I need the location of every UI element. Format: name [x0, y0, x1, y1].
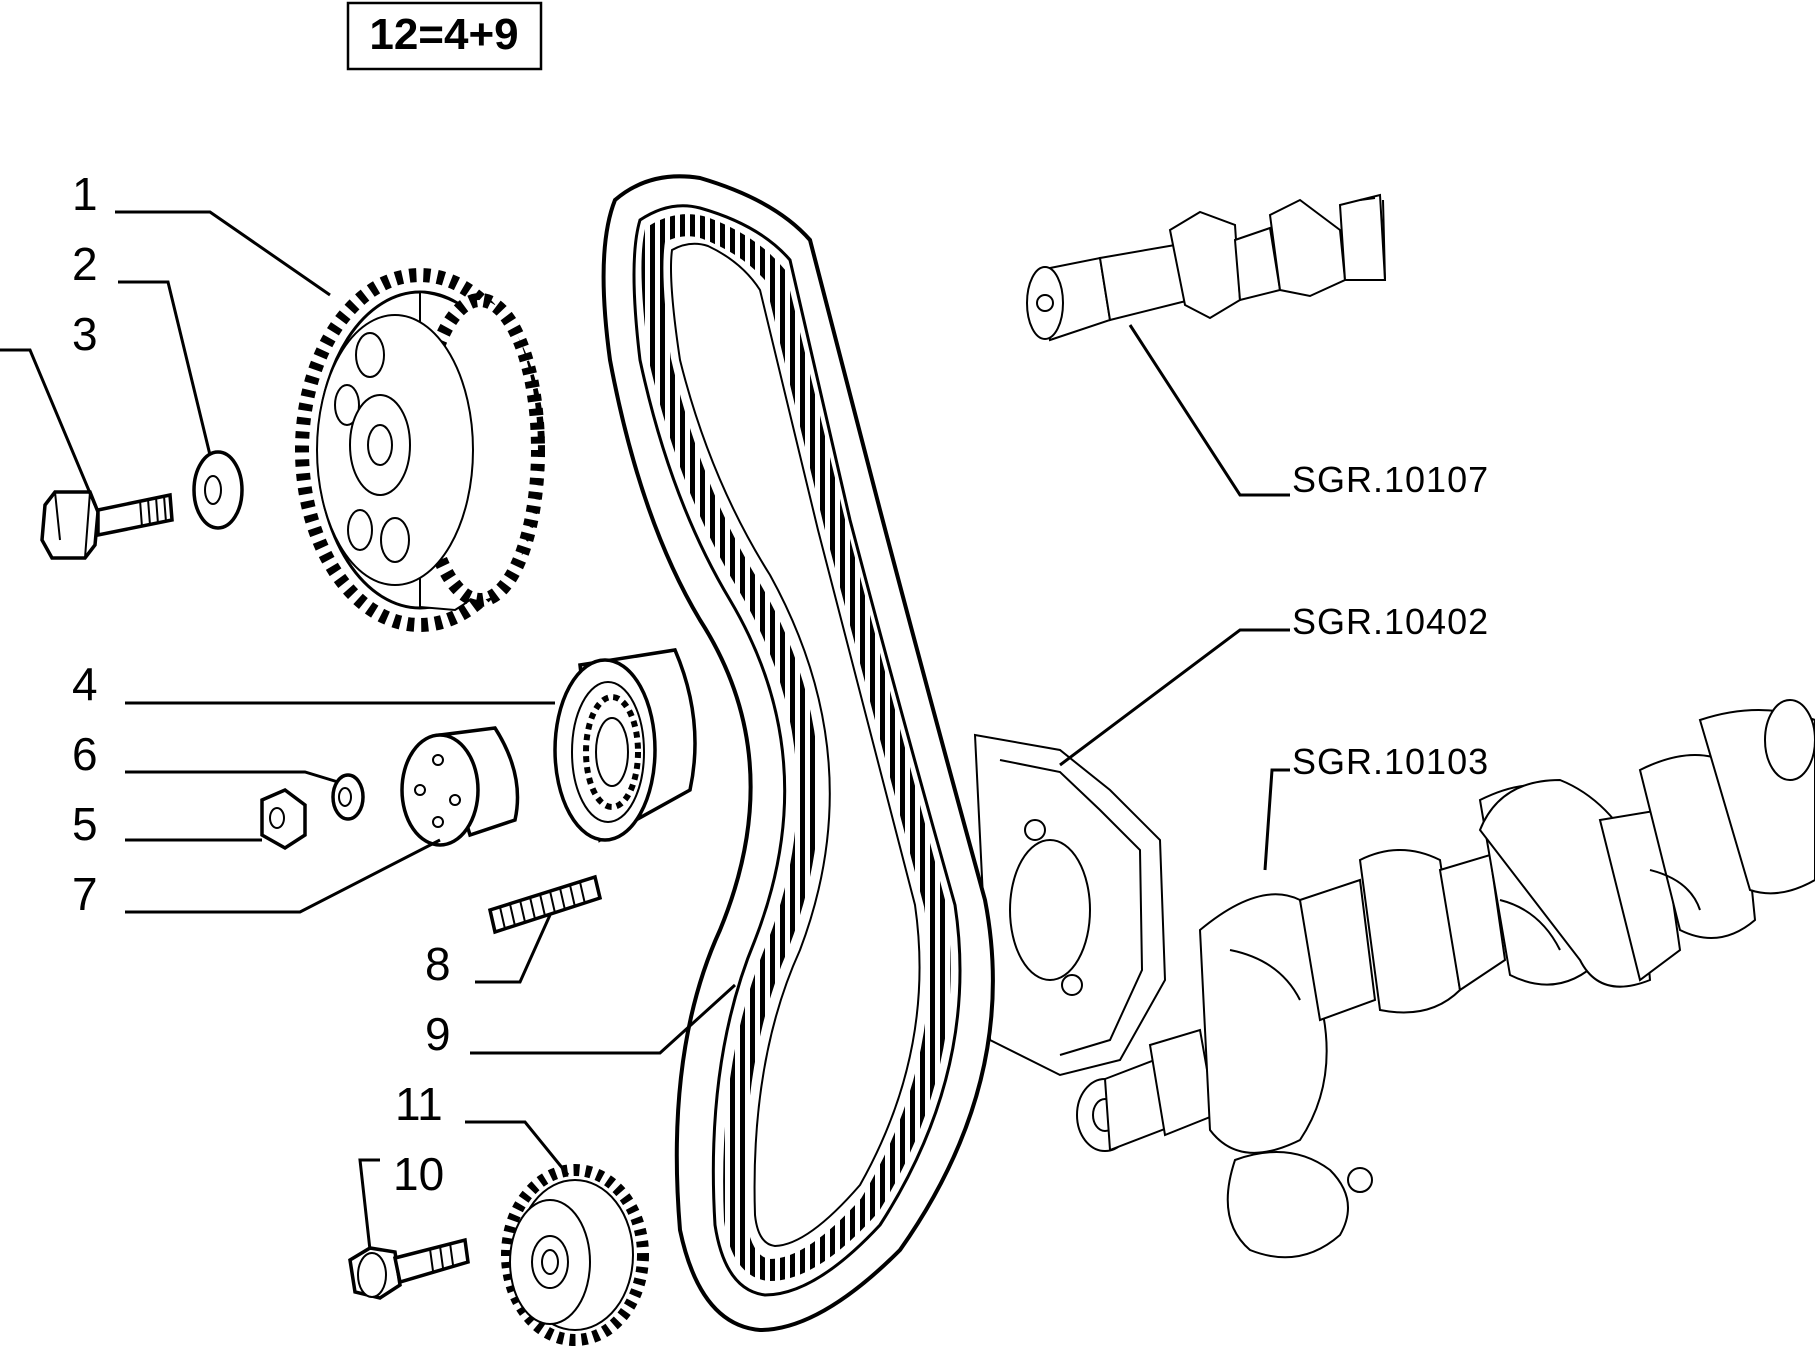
callout-6: 6	[72, 728, 98, 780]
tensioner-washer	[331, 773, 365, 821]
leader-sgr-10107	[1128, 324, 1290, 497]
callout-7: 7	[72, 868, 98, 920]
callout-5: 5	[72, 798, 98, 850]
kit-formula-box: 12=4+9	[346, 1, 543, 71]
camshaft-bolt	[40, 490, 174, 560]
water-pump-housing	[973, 733, 1167, 1077]
callout-leaders	[0, 210, 737, 1251]
callout-3: 3	[72, 308, 98, 360]
callout-numbers: 1 2 3 4 6 5 7 8 9 11 10	[72, 168, 451, 1200]
callout-10: 10	[393, 1148, 444, 1200]
ref-sgr-10107: SGR.10107	[1292, 459, 1489, 500]
tensioner-bearing	[553, 648, 697, 843]
callout-1: 1	[72, 168, 98, 220]
camshaft	[1026, 193, 1387, 342]
crankshaft	[1076, 699, 1815, 1259]
kit-formula-text: 12=4+9	[369, 10, 518, 59]
camshaft-sprocket	[295, 268, 545, 632]
timing-belt	[601, 174, 995, 1333]
ref-sgr-10402: SGR.10402	[1292, 601, 1489, 642]
callout-4: 4	[72, 658, 98, 710]
callout-2: 2	[72, 238, 98, 290]
crankshaft-sprocket	[501, 1164, 649, 1346]
tensioner-eccentric	[400, 726, 520, 847]
washer	[192, 450, 244, 530]
callout-9: 9	[425, 1008, 451, 1060]
crankshaft-bolt	[348, 1237, 470, 1300]
ref-sgr-10103: SGR.10103	[1292, 741, 1489, 782]
leader-sgr-10402	[1059, 628, 1290, 767]
tensioner-nut	[260, 787, 307, 851]
callout-11: 11	[395, 1078, 443, 1130]
leader-sgr-10103	[1263, 768, 1290, 871]
callout-8: 8	[425, 938, 451, 990]
stud	[487, 874, 603, 935]
